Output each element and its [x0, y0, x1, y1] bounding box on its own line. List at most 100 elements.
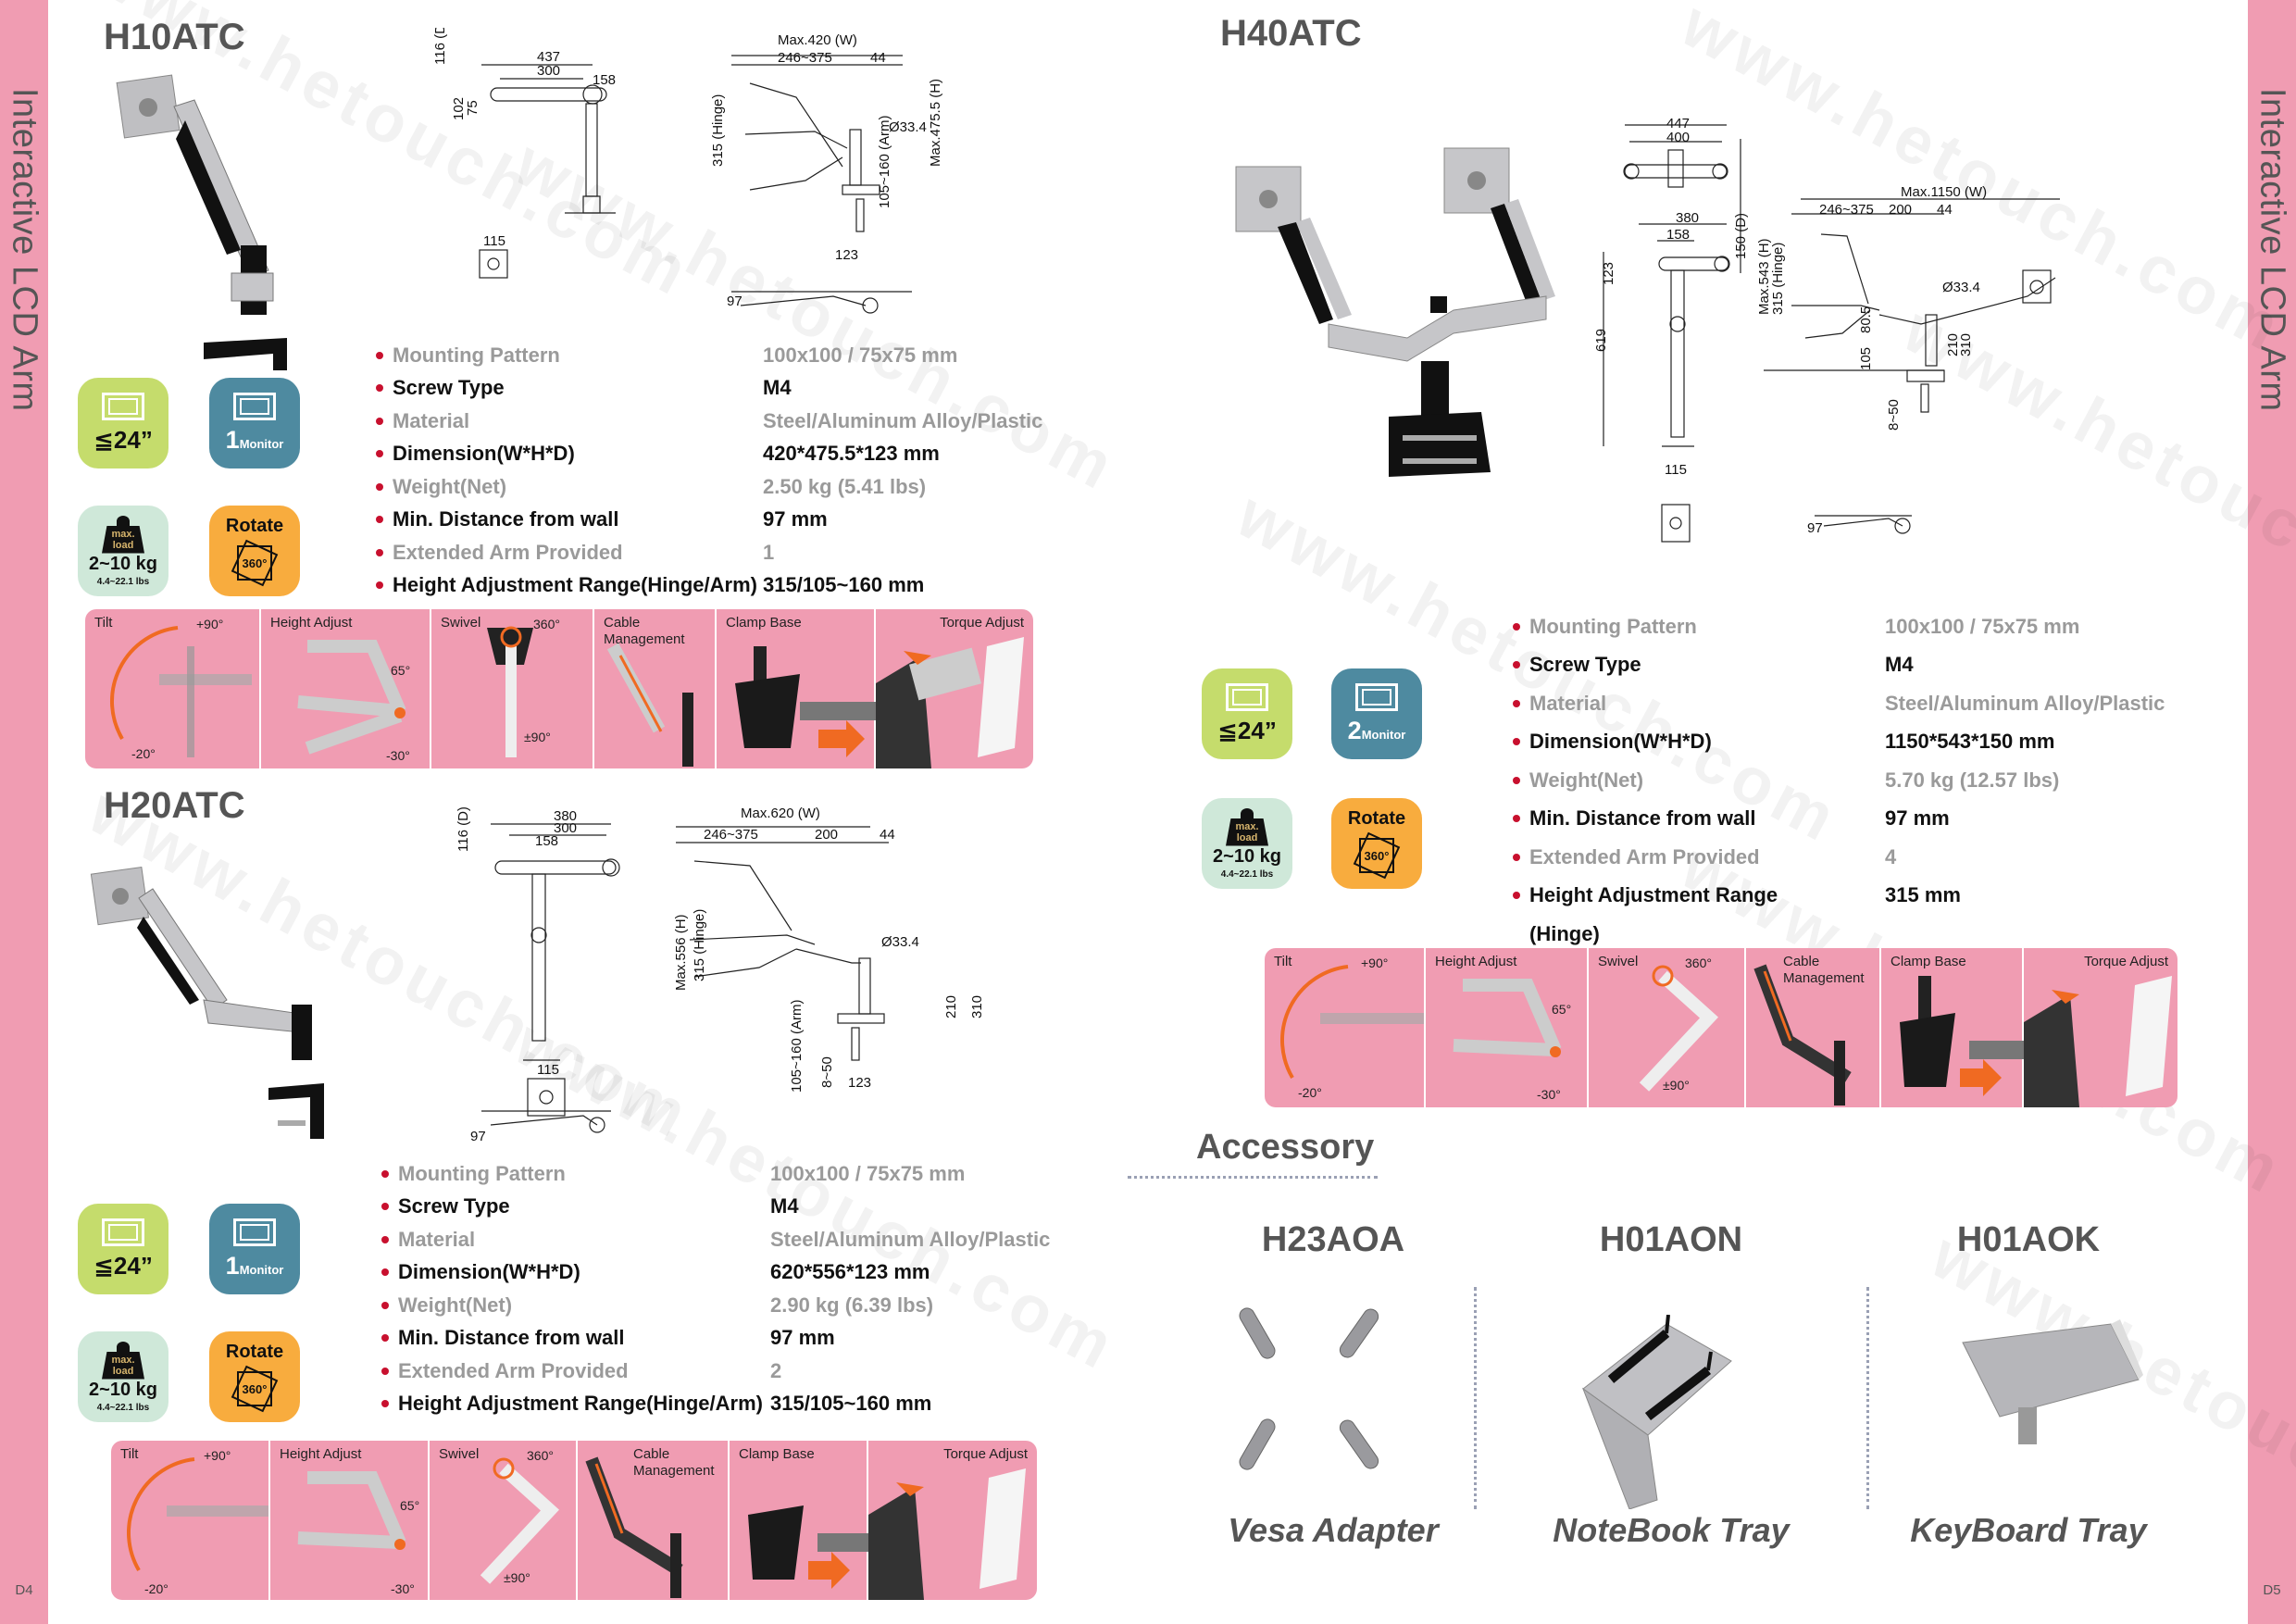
feature-annotation: ±90°: [1663, 1078, 1690, 1093]
spec-label: Extended Arm Provided: [1529, 844, 1760, 868]
cable-arm-icon: [606, 643, 693, 767]
spec-value: 1: [763, 540, 775, 564]
dim-label: 8~50: [819, 1056, 835, 1088]
load-kg: 2~10 kg: [89, 553, 157, 574]
dim-label: 105: [1858, 347, 1874, 370]
feature-label: Cable Management: [604, 615, 685, 647]
max-load-badge: max.load 2~10 kg 4.4~22.1 lbs: [1202, 798, 1292, 889]
feature-label: Swivel: [441, 615, 481, 631]
clamp-icon: [735, 646, 876, 757]
dim-label: 380: [554, 808, 577, 824]
bullet-icon: [376, 482, 383, 491]
spec-value: M4: [770, 1194, 799, 1218]
accessory-code: H01AON: [1599, 1220, 1743, 1259]
model-title-h40atc: H40ATC: [1220, 13, 1362, 54]
bullet-icon: [1513, 699, 1520, 707]
right-side-band: Interactive LCD Arm D5: [2248, 0, 2296, 1624]
rotate-icon: 360°: [231, 539, 279, 587]
weight-icon: [117, 1341, 130, 1353]
spec-row-continuation: (Hinge): [1513, 915, 2253, 954]
monitor-word: Monitor: [1361, 727, 1406, 742]
spec-value: 100x100 / 75x75 mm: [763, 343, 958, 367]
screen-size-value: ≦24”: [94, 425, 153, 454]
monitor-icon: [1355, 682, 1398, 711]
spec-label: Mounting Pattern: [398, 1161, 566, 1185]
spec-label: (Hinge): [1529, 921, 1600, 945]
bullet-icon: [381, 1169, 389, 1178]
spec-value: M4: [1885, 653, 1914, 677]
monitor-count-badge: 1Monitor: [209, 378, 300, 468]
bullet-icon: [376, 450, 383, 458]
spec-row: Height Adjustment Range(Hinge/Arm) 315/10…: [381, 1388, 1122, 1421]
screen-size-badge: ≦24”: [78, 378, 168, 468]
spec-value: 97 mm: [1885, 806, 1950, 831]
section-title-left: Interactive LCD Arm: [0, 88, 48, 412]
dim-label: 105~160 (Arm): [789, 1000, 805, 1093]
spec-label: Extended Arm Provided: [393, 540, 623, 564]
accessory-item-h01aok: H01AOK: [1876, 1220, 2181, 1260]
dim-label: Ø33.4: [1942, 280, 1980, 295]
product-photo-h10atc: [116, 74, 287, 370]
spec-label: Material: [1529, 691, 1607, 715]
feature-label: Cable Management: [1783, 954, 1865, 986]
monitor-icon: [233, 1218, 276, 1246]
feature-label: Height Adjust: [1435, 954, 1517, 969]
dim-label: 447: [1666, 116, 1690, 131]
dim-label: Max.620 (W): [741, 806, 820, 821]
weight-icon: [117, 515, 130, 527]
spec-label: Mounting Pattern: [393, 343, 560, 367]
dim-label: Max.420 (W): [778, 32, 857, 48]
feature-annotation: -20°: [1298, 1085, 1322, 1100]
dim-label: 315 (Hinge): [692, 909, 707, 981]
spec-label: Height Adjustment Range(Hinge/Arm): [398, 1392, 763, 1416]
bullet-icon: [1513, 815, 1520, 823]
max-load-badge: max.load 2~10 kg 4.4~22.1 lbs: [78, 1331, 168, 1422]
feature-torque-adjust: Torque Adjust: [2024, 948, 2177, 1107]
dim-label: 158: [593, 72, 616, 88]
feature-clamp-base: Clamp Base: [717, 609, 876, 768]
dim-label: 400: [1666, 130, 1690, 145]
load-kg: 2~10 kg: [89, 1379, 157, 1400]
dim-label: 200: [815, 827, 838, 843]
load-top: max.: [111, 528, 135, 540]
specs-h10atc: Mounting Pattern 100x100 / 75x75 mm Screw…: [376, 339, 1117, 602]
feature-cable-management: Cable Management: [1746, 948, 1881, 1107]
dim-label: 158: [1666, 227, 1690, 243]
spec-value: 100x100 / 75x75 mm: [770, 1161, 966, 1185]
model-title-h20atc: H20ATC: [104, 785, 245, 826]
bullet-icon: [1513, 622, 1520, 631]
dim-label: 300: [554, 820, 577, 836]
spec-row: Screw Type M4: [1513, 646, 2253, 685]
spec-row: Dimension(W*H*D)1150*543*150 mm: [1513, 723, 2253, 762]
feature-label: Tilt: [94, 615, 113, 631]
bullet-icon: [376, 384, 383, 393]
dim-label: Ø33.4: [881, 934, 919, 950]
accessory-item-h23aoa: H23AOA: [1180, 1220, 1486, 1260]
spec-label: Screw Type: [1529, 653, 1641, 677]
accessory-code: H01AOK: [1956, 1220, 2101, 1259]
feature-torque-adjust: Torque Adjust: [876, 609, 1033, 768]
height-arm-icon: [297, 640, 406, 755]
load-lbs: 4.4~22.1 lbs: [1220, 868, 1274, 880]
max-load-badge: max.load 2~10 kg 4.4~22.1 lbs: [78, 506, 168, 596]
spec-value: 315/105~160 mm: [770, 1392, 932, 1416]
feature-label: Swivel: [1598, 954, 1639, 969]
feature-label: Swivel: [439, 1446, 480, 1462]
spec-value: 2.50 kg (5.41 lbs): [763, 474, 927, 498]
spec-value: 315/105~160 mm: [763, 573, 925, 597]
technical-drawing-h10atc: 116 (D) 437 300 158 102 75 115 Max.420 (…: [432, 28, 943, 314]
bullet-icon: [376, 417, 383, 425]
bullet-icon: [381, 1400, 389, 1408]
monitor-count-badge: 1Monitor: [209, 1204, 300, 1294]
dim-label: 123: [848, 1075, 871, 1091]
spec-label: Mounting Pattern: [1529, 614, 1697, 638]
dim-label: 246~375: [1819, 202, 1874, 218]
